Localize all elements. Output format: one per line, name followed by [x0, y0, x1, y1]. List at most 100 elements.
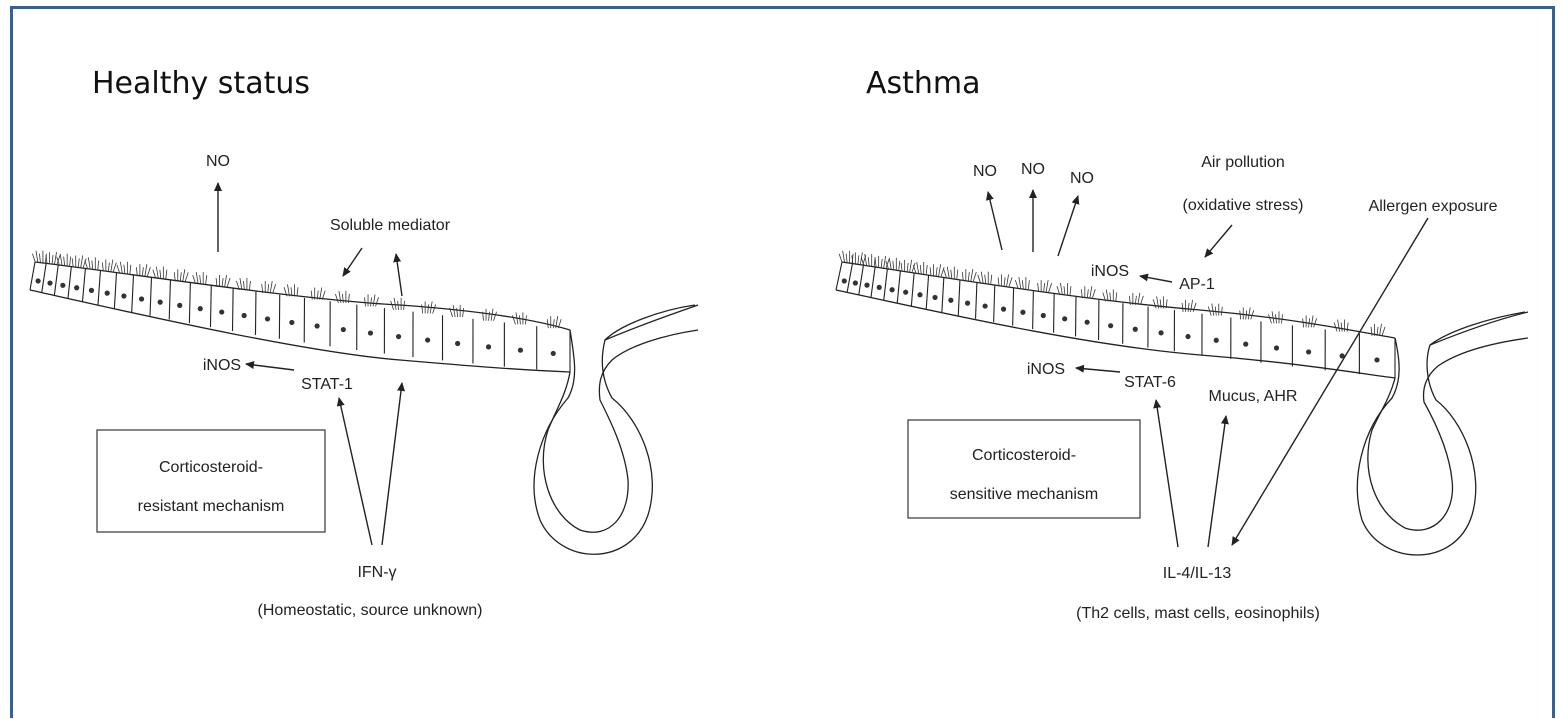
cilium [249, 281, 250, 290]
cell-nucleus [289, 320, 294, 325]
cilium [81, 255, 83, 267]
cilium [166, 270, 167, 279]
cilium [968, 272, 969, 281]
cell-wall [1033, 291, 1034, 330]
cilium [839, 254, 842, 263]
box-line2: resistant mechanism [138, 498, 285, 515]
cilium [398, 301, 399, 310]
cell-nucleus [368, 330, 373, 335]
cilium [60, 254, 62, 266]
cell-nucleus [1214, 338, 1219, 343]
cell-nucleus [1133, 327, 1138, 332]
cell-wall [68, 267, 71, 299]
cell-nucleus [47, 280, 52, 285]
cilium [917, 262, 919, 274]
cilium [453, 305, 455, 317]
cilium [985, 275, 986, 284]
left-cilia [32, 251, 561, 328]
il-stat6-arrow [1156, 400, 1178, 547]
cell-nucleus [965, 301, 970, 306]
cilium [1215, 307, 1216, 316]
inos-top-label: iNOS [1091, 263, 1129, 280]
cell-wall [169, 280, 170, 319]
cilium [145, 264, 147, 276]
cell-wall [976, 282, 977, 318]
ap1-label: AP-1 [1179, 276, 1215, 293]
cell-nucleus [1274, 345, 1279, 350]
cilium [884, 256, 886, 268]
cell-nucleus [551, 351, 556, 356]
cilium [120, 262, 122, 274]
cilium [1087, 289, 1088, 298]
cell-nucleus [1085, 320, 1090, 325]
no1-arrow [988, 192, 1002, 250]
cilium [227, 278, 230, 287]
soluble-out-arrow [396, 254, 402, 296]
cilium [971, 269, 973, 281]
cell-wall [884, 269, 888, 300]
ifn-stat1-arrow [339, 398, 372, 545]
cilium [1246, 310, 1247, 319]
cilium [376, 297, 379, 306]
cell-wall [911, 273, 914, 306]
cilium [1004, 277, 1005, 286]
cilium [1009, 277, 1012, 286]
cilium [1090, 286, 1092, 298]
cell-nucleus [35, 278, 40, 283]
cell-nucleus [1185, 334, 1190, 339]
corticosteroid-resistant-box [97, 430, 325, 532]
cell-nucleus [853, 280, 858, 285]
cilium [142, 267, 143, 276]
cilium [365, 297, 366, 306]
cilium [36, 251, 38, 263]
cell-wall [1054, 294, 1055, 333]
cilium [1240, 310, 1241, 319]
cilium [1028, 280, 1029, 289]
cell-wall [942, 277, 944, 312]
cilium [868, 257, 869, 266]
cell-nucleus [842, 278, 847, 283]
box-line1: Corticosteroid- [159, 459, 263, 476]
cell-nucleus [396, 334, 401, 339]
cell-nucleus [219, 309, 224, 314]
cell-wall [958, 280, 960, 316]
cell-wall [54, 265, 58, 296]
cell-nucleus [265, 316, 270, 321]
cilium [373, 294, 375, 306]
cilium [525, 315, 526, 324]
cilium [185, 272, 188, 281]
cilium [147, 267, 150, 276]
cell-nucleus [198, 306, 203, 311]
cilium [311, 291, 312, 300]
cilium [32, 254, 35, 263]
air-pollution-arrow [1205, 225, 1232, 257]
cell-nucleus [1374, 357, 1379, 362]
cilium [1070, 286, 1071, 295]
cilium [1140, 296, 1143, 305]
cell-wall [114, 273, 116, 309]
cell-wall [150, 277, 151, 315]
cilium [858, 255, 859, 264]
cell-wall [847, 264, 852, 293]
cilium [991, 275, 992, 284]
cilium [1019, 277, 1021, 289]
cilium [206, 275, 207, 284]
cilium [874, 257, 875, 266]
cilium [947, 267, 949, 279]
cilium [463, 308, 464, 317]
no-label: NO [206, 153, 230, 170]
ifn-epithelium-arrow [382, 383, 402, 545]
air-pollution-label: Air pollution [1201, 154, 1285, 171]
cilium [1116, 293, 1117, 302]
no3-arrow [1058, 196, 1078, 256]
cell-wall [836, 262, 842, 290]
cilium [941, 267, 944, 276]
cell-wall [210, 286, 211, 328]
cilium [111, 260, 113, 272]
cell-wall [859, 265, 864, 295]
cilium [222, 278, 223, 287]
cilium [1303, 318, 1304, 327]
cell-nucleus [242, 313, 247, 318]
cell-nucleus [486, 344, 491, 349]
